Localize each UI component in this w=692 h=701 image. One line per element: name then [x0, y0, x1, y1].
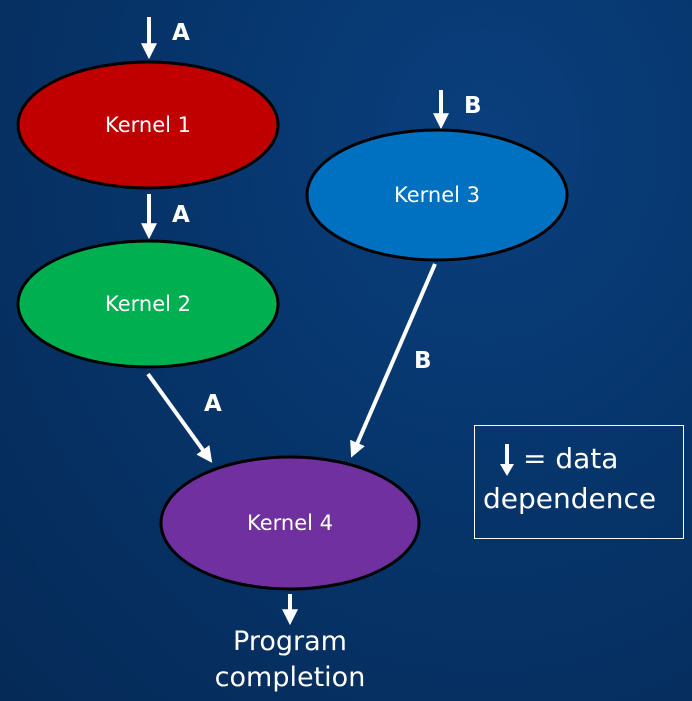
- program-completion-line2: completion: [214, 662, 366, 693]
- node-kernel4-label: Kernel 4: [247, 511, 333, 535]
- program-completion-line1: Program: [233, 626, 347, 657]
- program-completion-label: Program completion: [190, 624, 390, 696]
- node-kernel2-label: Kernel 2: [105, 292, 191, 316]
- arrow-kernel2-to-kernel4: [146, 372, 213, 463]
- legend-text-line2: dependence: [483, 482, 657, 515]
- node-kernel1-label: Kernel 1: [105, 113, 191, 137]
- node-kernel1: Kernel 1: [16, 60, 280, 190]
- node-kernel3-label: Kernel 3: [394, 183, 480, 207]
- node-kernel3: Kernel 3: [305, 128, 569, 262]
- node-kernel2: Kernel 2: [16, 239, 280, 369]
- arrow-kernel3-to-kernel4: [350, 263, 437, 458]
- legend-text-line1: = data: [523, 442, 619, 475]
- legend-box: = data dependence: [474, 425, 684, 539]
- node-kernel4-shape: [159, 455, 421, 591]
- node-kernel2-shape: [16, 239, 280, 369]
- node-kernel3-shape: [305, 128, 569, 262]
- label-kernel1-to-kernel2: A: [172, 202, 190, 228]
- label-into-kernel3: B: [464, 93, 482, 119]
- label-into-kernel1: A: [172, 20, 190, 46]
- node-kernel1-shape: [16, 60, 280, 190]
- label-kernel2-to-kernel4: A: [204, 391, 222, 417]
- label-kernel3-to-kernel4: B: [414, 348, 432, 374]
- node-kernel4: Kernel 4: [159, 455, 421, 591]
- down-arrow-icon: [500, 444, 514, 476]
- legend-row: = data: [497, 440, 618, 478]
